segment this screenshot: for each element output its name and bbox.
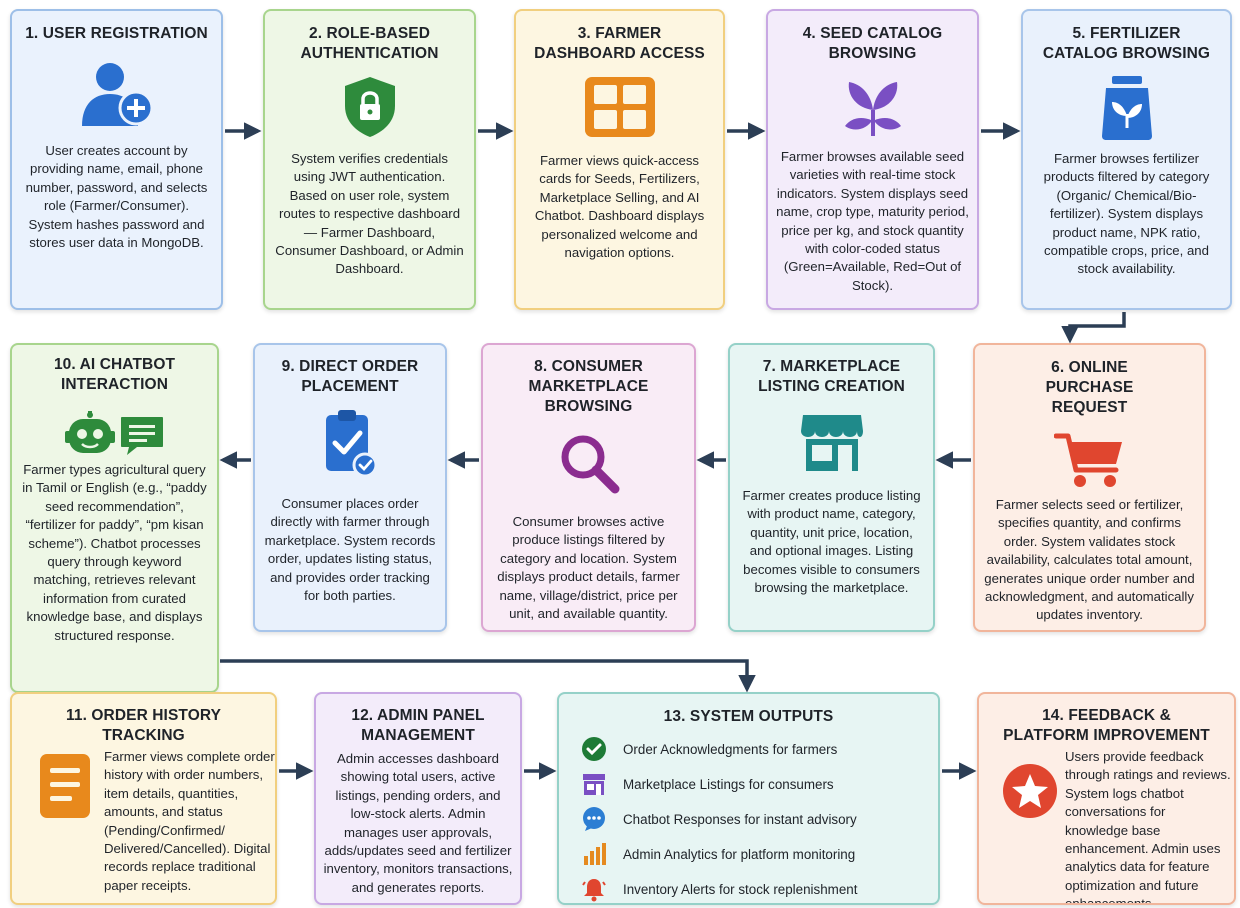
- user-add-icon: [12, 60, 221, 132]
- magnifier-icon: [483, 431, 694, 495]
- step-6-title: 6. ONLINE PURCHASE REQUEST: [1045, 359, 1134, 416]
- step-8-card: 8. CONSUMER MARKETPLACE BROWSING Consume…: [481, 343, 696, 632]
- output-label: Inventory Alerts for stock replenishment: [623, 881, 858, 897]
- output-label: Marketplace Listings for consumers: [623, 776, 834, 792]
- arrow-10-13: [220, 659, 756, 693]
- check-circle-icon: [579, 736, 609, 762]
- output-label: Admin Analytics for platform monitoring: [623, 846, 856, 862]
- robot-chat-icon: [12, 411, 217, 457]
- leaves-icon: [768, 76, 977, 140]
- step-5-desc: Farmer browses fertilizer products filte…: [1043, 151, 1210, 277]
- step-9-title: 9. DIRECT ORDER PLACEMENT: [281, 358, 419, 395]
- step-1-desc: User creates account by providing name, …: [25, 143, 208, 251]
- document-list-icon: [40, 754, 90, 823]
- dashboard-grid-icon: [516, 76, 723, 138]
- output-label: Order Acknowledgments for farmers: [623, 741, 838, 757]
- step-13-title: 13. SYSTEM OUTPUTS: [663, 708, 834, 725]
- step-9-card: 9. DIRECT ORDER PLACEMENT Consumer place…: [253, 343, 447, 632]
- clipboard-check-icon: [255, 409, 445, 479]
- arrow-5-6: [1061, 312, 1126, 344]
- step-4-card: 4. SEED CATALOG BROWSING Farmer browses …: [766, 9, 979, 310]
- fertilizer-bag-icon: [1023, 74, 1230, 142]
- storefront-icon: [730, 411, 933, 473]
- output-order-ack: Order Acknowledgments for farmers: [579, 736, 837, 762]
- step-10-card: 10. AI CHATBOT INTERACTION Farmer types …: [10, 343, 219, 693]
- bell-alert-icon: [579, 876, 609, 902]
- step-2-desc: System verifies credentials using JWT au…: [275, 151, 464, 277]
- step-12-title: 12. ADMIN PANEL MANAGEMENT: [351, 707, 485, 744]
- step-7-card: 7. MARKETPLACE LISTING CREATION Farmer c…: [728, 343, 935, 632]
- output-label: Chatbot Responses for instant advisory: [623, 811, 857, 827]
- step-9-desc: Consumer places order directly with farm…: [264, 496, 436, 604]
- step-13-card: 13. SYSTEM OUTPUTS Order Acknowledgments…: [557, 692, 940, 905]
- output-inventory-alerts: Inventory Alerts for stock replenishment: [579, 876, 857, 902]
- step-12-desc: Admin accesses dashboard showing total u…: [323, 751, 513, 895]
- store-icon: [579, 771, 609, 797]
- step-6-desc: Farmer selects seed or fertilizer, speci…: [984, 497, 1195, 623]
- step-12-card: 12. ADMIN PANEL MANAGEMENT Admin accesse…: [314, 692, 522, 905]
- step-3-card: 3. FARMER DASHBOARD ACCESS Farmer views …: [514, 9, 725, 310]
- step-6-card: 6. ONLINE PURCHASE REQUEST Farmer select…: [973, 343, 1206, 632]
- step-5-card: 5. FERTILIZER CATALOG BROWSING Farmer br…: [1021, 9, 1232, 310]
- output-admin-analytics: Admin Analytics for platform monitoring: [579, 841, 855, 867]
- step-11-card: 11. ORDER HISTORY TRACKING Farmer views …: [10, 692, 277, 905]
- step-14-desc: Users provide feedback through ratings a…: [1065, 749, 1231, 905]
- step-1-title: 1. USER REGISTRATION: [25, 25, 208, 42]
- step-10-desc: Farmer types agricultural query in Tamil…: [22, 462, 207, 643]
- step-8-desc: Consumer browses active produce listings…: [497, 514, 680, 622]
- step-1-card: 1. USER REGISTRATION User creates accoun…: [10, 9, 223, 310]
- step-4-desc: Farmer browses available seed varieties …: [776, 149, 969, 293]
- step-11-desc: Farmer views complete order history with…: [104, 749, 275, 893]
- step-11-title: 11. ORDER HISTORY TRACKING: [65, 707, 222, 744]
- output-marketplace-listings: Marketplace Listings for consumers: [579, 771, 834, 797]
- step-14-title: 14. FEEDBACK & PLATFORM IMPROVEMENT: [1003, 707, 1210, 744]
- step-4-title: 4. SEED CATALOG BROWSING: [802, 25, 943, 62]
- step-14-card: 14. FEEDBACK & PLATFORM IMPROVEMENT User…: [977, 692, 1236, 905]
- star-badge-icon: [1001, 762, 1059, 825]
- step-2-title: 2. ROLE-BASED AUTHENTICATION: [300, 25, 439, 62]
- step-3-desc: Farmer views quick-access cards for Seed…: [534, 153, 705, 261]
- step-7-title: 7. MARKETPLACE LISTING CREATION: [758, 358, 905, 395]
- chat-bubble-icon: [579, 806, 609, 832]
- step-3-title: 3. FARMER DASHBOARD ACCESS: [534, 25, 705, 62]
- shopping-cart-icon: [975, 432, 1204, 490]
- step-7-desc: Farmer creates produce listing with prod…: [742, 488, 921, 596]
- step-2-card: 2. ROLE-BASED AUTHENTICATION System veri…: [263, 9, 476, 310]
- step-5-title: 5. FERTILIZER CATALOG BROWSING: [1042, 25, 1211, 62]
- shield-lock-icon: [265, 74, 474, 140]
- bar-chart-icon: [579, 841, 609, 867]
- output-chatbot-responses: Chatbot Responses for instant advisory: [579, 806, 857, 832]
- step-10-title: 10. AI CHATBOT INTERACTION: [53, 356, 176, 393]
- step-8-title: 8. CONSUMER MARKETPLACE BROWSING: [528, 358, 649, 415]
